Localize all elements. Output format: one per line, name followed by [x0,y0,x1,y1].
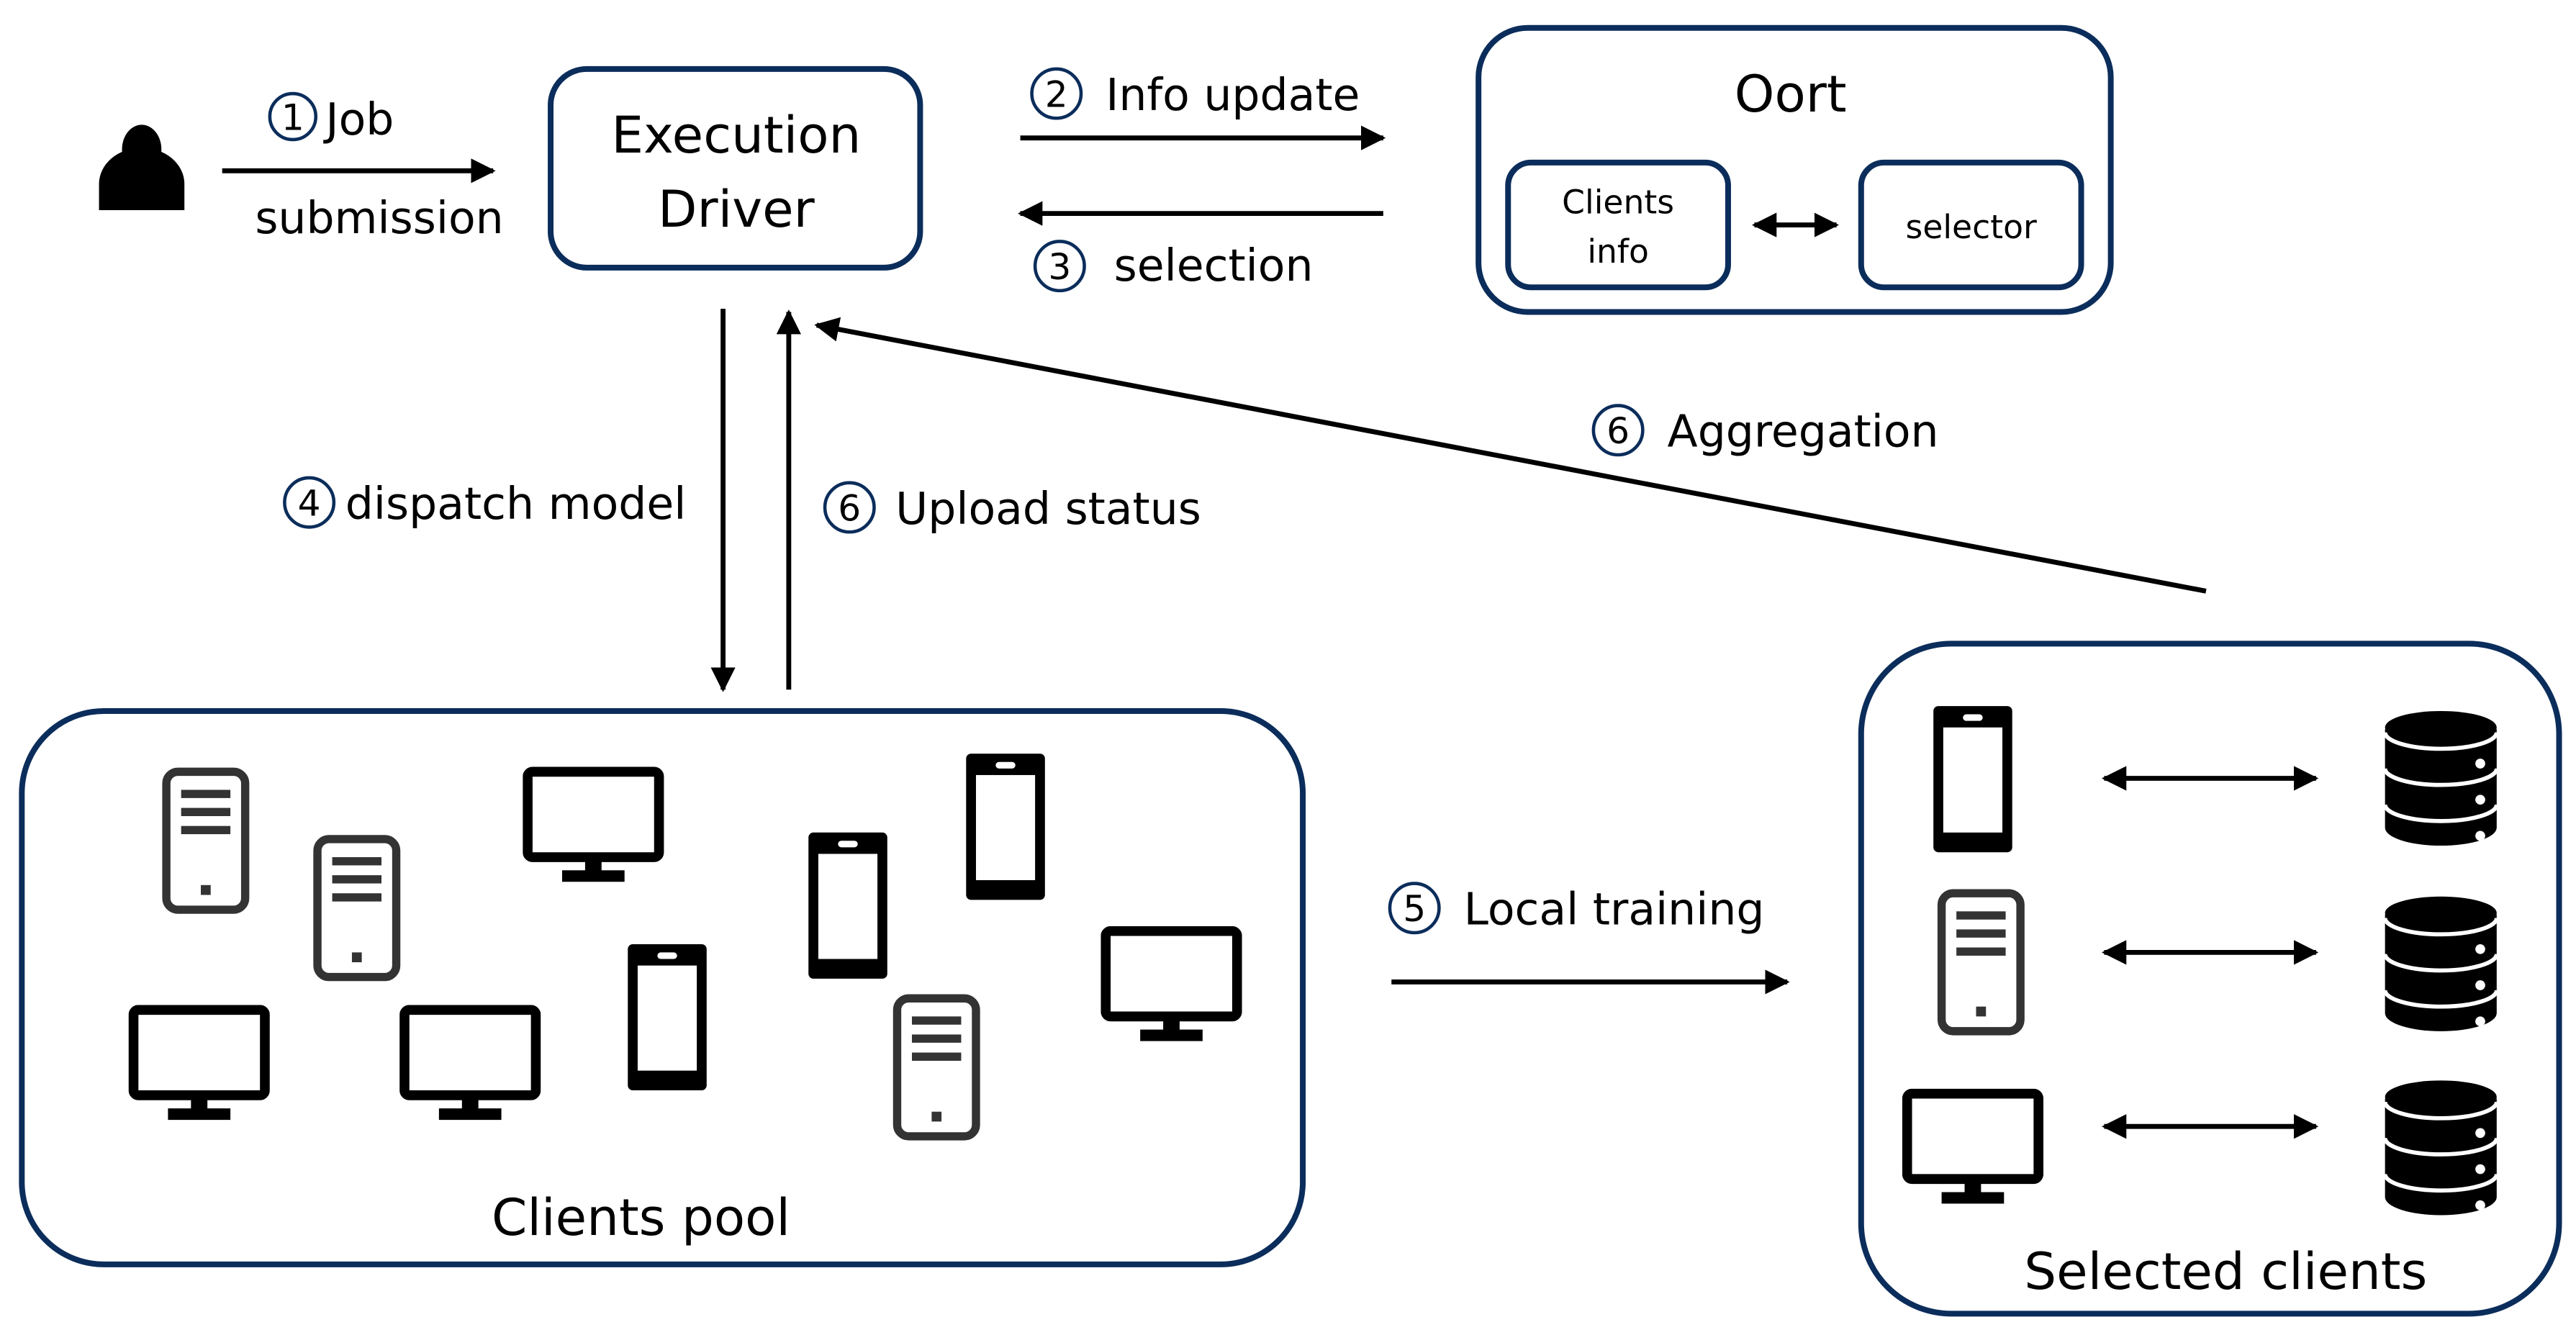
step-1-badge: 1 [268,91,318,142]
step-3-badge: 3 [1033,240,1086,293]
selected-clients-label: Selected clients [2024,1241,2427,1301]
upload-label: Upload status [895,483,1201,535]
dispatch-label: dispatch model [345,478,687,530]
phone-icon [1933,706,2012,853]
step-5-badge: 5 [1388,882,1441,935]
info-update-label: Info update [1106,69,1360,121]
aggregation-label: Aggregation [1668,406,1939,458]
clients-pool-label: Clients pool [492,1187,790,1247]
step-2-badge: 2 [1030,67,1083,120]
server-icon [1942,893,2021,1031]
execution-driver-box [548,65,923,271]
clients-info-label: Clients [1562,184,1674,222]
oort-box [1475,24,2114,315]
execution-driver-title: Execution [611,105,861,165]
submission-label: submission [255,192,503,244]
selected-clients-box [1858,641,2562,1317]
step-number: 4 [298,481,321,524]
monitor-icon [133,1010,265,1120]
phone-icon [966,754,1045,900]
phone-icon [808,832,887,979]
monitor-icon [1907,1094,2039,1204]
step-number: 6 [838,487,861,529]
clients-info-label-2: info [1587,232,1649,271]
phone-icon [628,943,707,1091]
oort-title: Oort [1735,64,1847,124]
selection-label: selection [1114,240,1314,291]
database-icon [2385,897,2497,1031]
step-number: 1 [281,96,304,138]
step-number: 3 [1048,245,1071,288]
step-number: 6 [1606,409,1630,452]
selector-box [1858,159,2084,291]
step-4-badge: 4 [283,476,336,529]
step-number: 2 [1045,73,1068,115]
step-6-upload-badge: 6 [823,481,876,534]
monitor-icon [405,1010,536,1120]
step-6-aggregation-badge: 6 [1591,404,1645,457]
server-icon [317,839,397,977]
job-label: Job [322,94,394,145]
aggregation-arrow [814,317,2207,594]
server-icon [897,998,976,1136]
clients-info-box [1505,159,1731,291]
server-icon [166,771,245,910]
database-icon [2385,1080,2497,1215]
execution-driver-title-2: Driver [658,179,815,239]
clients-pool-box [19,707,1306,1267]
selector-label: selector [1906,208,2037,246]
person-icon [99,125,185,211]
monitor-icon [1106,931,1237,1041]
local-training-label: Local training [1464,884,1765,936]
step-number: 5 [1403,887,1426,930]
database-icon [2385,711,2497,846]
monitor-icon [528,771,659,882]
